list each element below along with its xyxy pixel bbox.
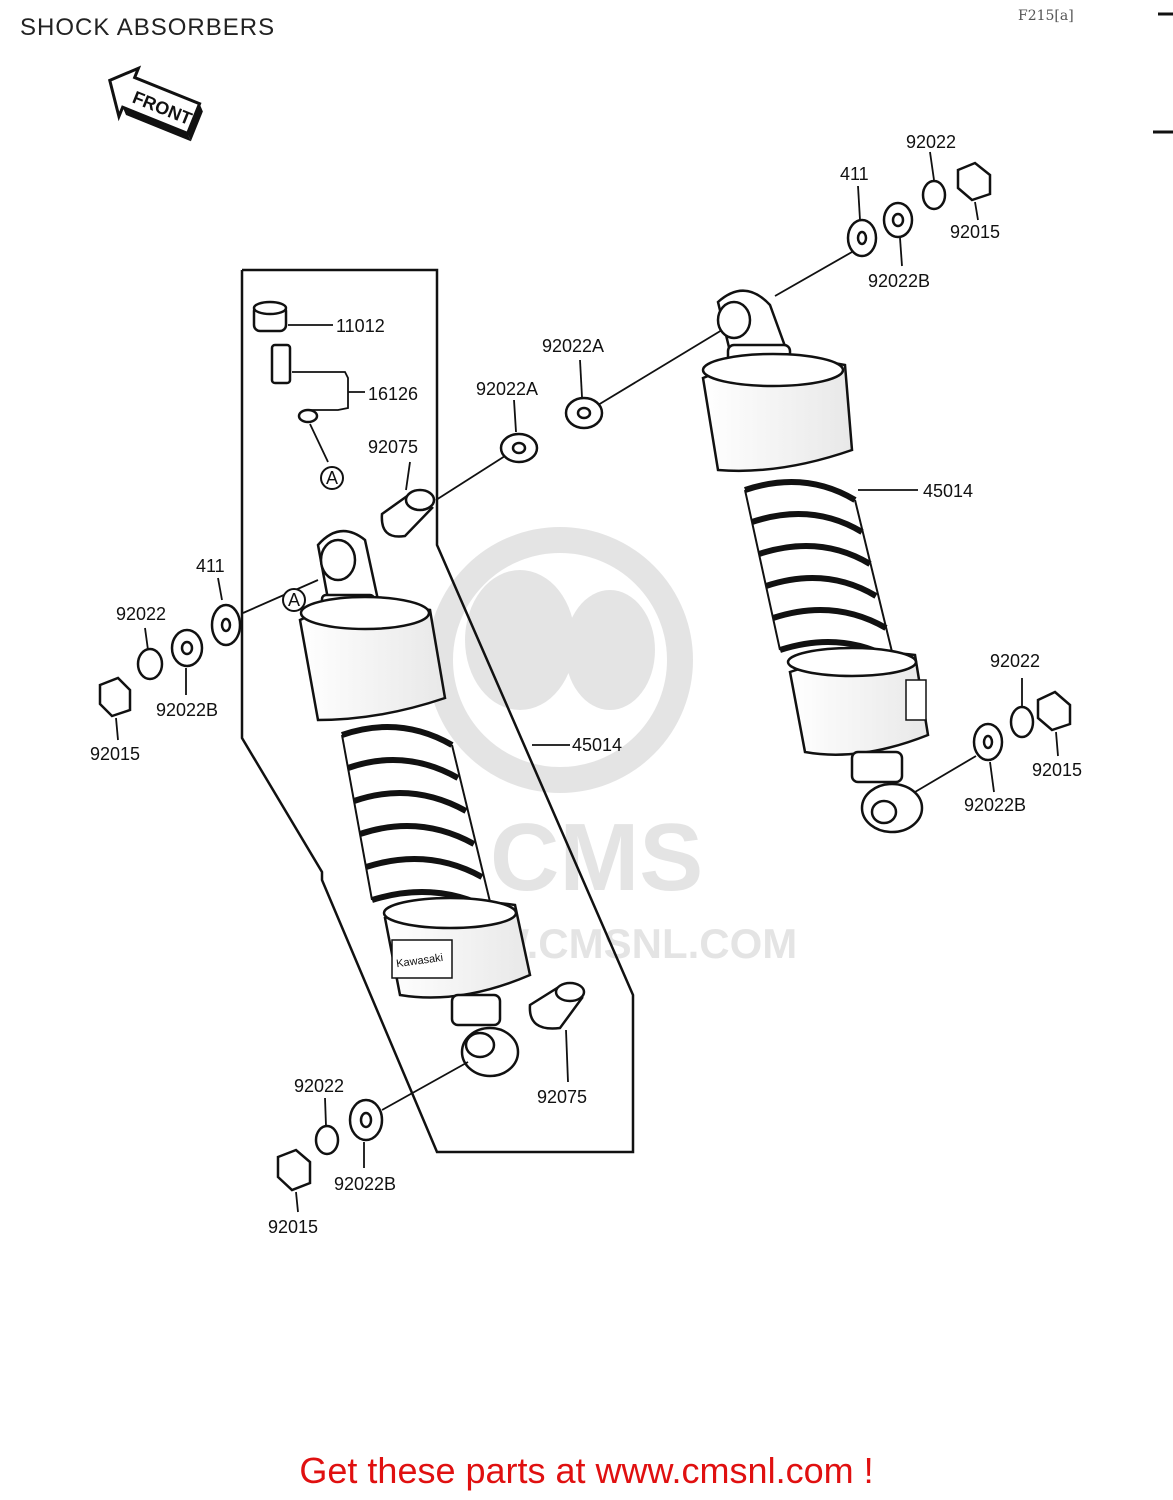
left-small-parts xyxy=(98,300,586,1192)
label-45014-left: 45014 xyxy=(572,735,622,755)
label-92022-left-bottom: 92022 xyxy=(294,1076,344,1096)
svg-text:A: A xyxy=(326,468,338,488)
right-leader-lines xyxy=(579,151,1059,793)
label-16126: 16126 xyxy=(368,384,418,404)
nut-top-icon xyxy=(98,676,132,718)
svg-text:A: A xyxy=(288,590,300,610)
left-labels: 11012 16126 92075 92022A 411 92022 92022… xyxy=(90,316,622,1237)
figure-code: F215[a] xyxy=(1018,8,1074,24)
right-spring-washer-top-icon xyxy=(921,179,947,211)
label-92022b-right-top: 92022B xyxy=(868,271,930,291)
nut-bottom-icon xyxy=(276,1148,312,1192)
label-92022a-left: 92022A xyxy=(476,379,538,399)
label-92015-right-top: 92015 xyxy=(950,222,1000,242)
spring-washer-bottom-icon xyxy=(314,1124,340,1156)
label-92022-right-bottom: 92022 xyxy=(990,651,1040,671)
label-92022b-right-bottom: 92022B xyxy=(964,795,1026,815)
left-shock-absorber: Kawasaki xyxy=(298,530,532,1078)
label-92022a-right: 92022A xyxy=(542,336,604,356)
label-92022b-left-top: 92022B xyxy=(156,700,218,720)
spring-washer-top-icon xyxy=(136,647,164,681)
label-92015-right-bottom: 92015 xyxy=(1032,760,1082,780)
valve-icon xyxy=(270,343,292,385)
watermark: CMS WWW.CMSNL.COM xyxy=(410,527,797,967)
right-nut-bottom-icon xyxy=(1036,690,1072,732)
left-assembly-boundary xyxy=(240,268,635,1154)
right-labels: 92022 411 92015 92022B 92022A 45014 9202… xyxy=(542,132,1082,815)
label-11012: 11012 xyxy=(336,316,385,336)
label-411-right: 411 xyxy=(840,164,869,184)
footer-link[interactable]: Get these parts at www.cmsnl.com ! xyxy=(299,1450,874,1491)
label-45014-right: 45014 xyxy=(923,481,973,501)
label-92015-left-top: 92015 xyxy=(90,744,140,764)
right-shock-absorber xyxy=(701,289,930,834)
right-nut-top-icon xyxy=(956,161,992,202)
watermark-brand: CMS xyxy=(490,804,703,911)
page-title: SHOCK ABSORBERS xyxy=(20,14,276,41)
marker-a-mid: A xyxy=(282,588,306,612)
parts-diagram: CMS WWW.CMSNL.COM FRONT xyxy=(90,12,1173,1237)
label-92022-left-top: 92022 xyxy=(116,604,166,624)
label-92022b-left-bottom: 92022B xyxy=(334,1174,396,1194)
right-small-parts xyxy=(564,161,1072,762)
label-92075-bottom: 92075 xyxy=(537,1087,587,1107)
edge-marks xyxy=(1153,12,1173,134)
label-92022-right-top: 92022 xyxy=(906,132,956,152)
marker-a-top: A xyxy=(320,466,344,490)
label-411-left: 411 xyxy=(196,556,225,576)
front-arrow: FRONT xyxy=(107,65,203,142)
right-spring-washer-bottom-icon xyxy=(1009,705,1035,739)
left-leader-lines xyxy=(115,324,570,1213)
label-92075-top: 92075 xyxy=(368,437,418,457)
label-92015-left-bottom: 92015 xyxy=(268,1217,318,1237)
